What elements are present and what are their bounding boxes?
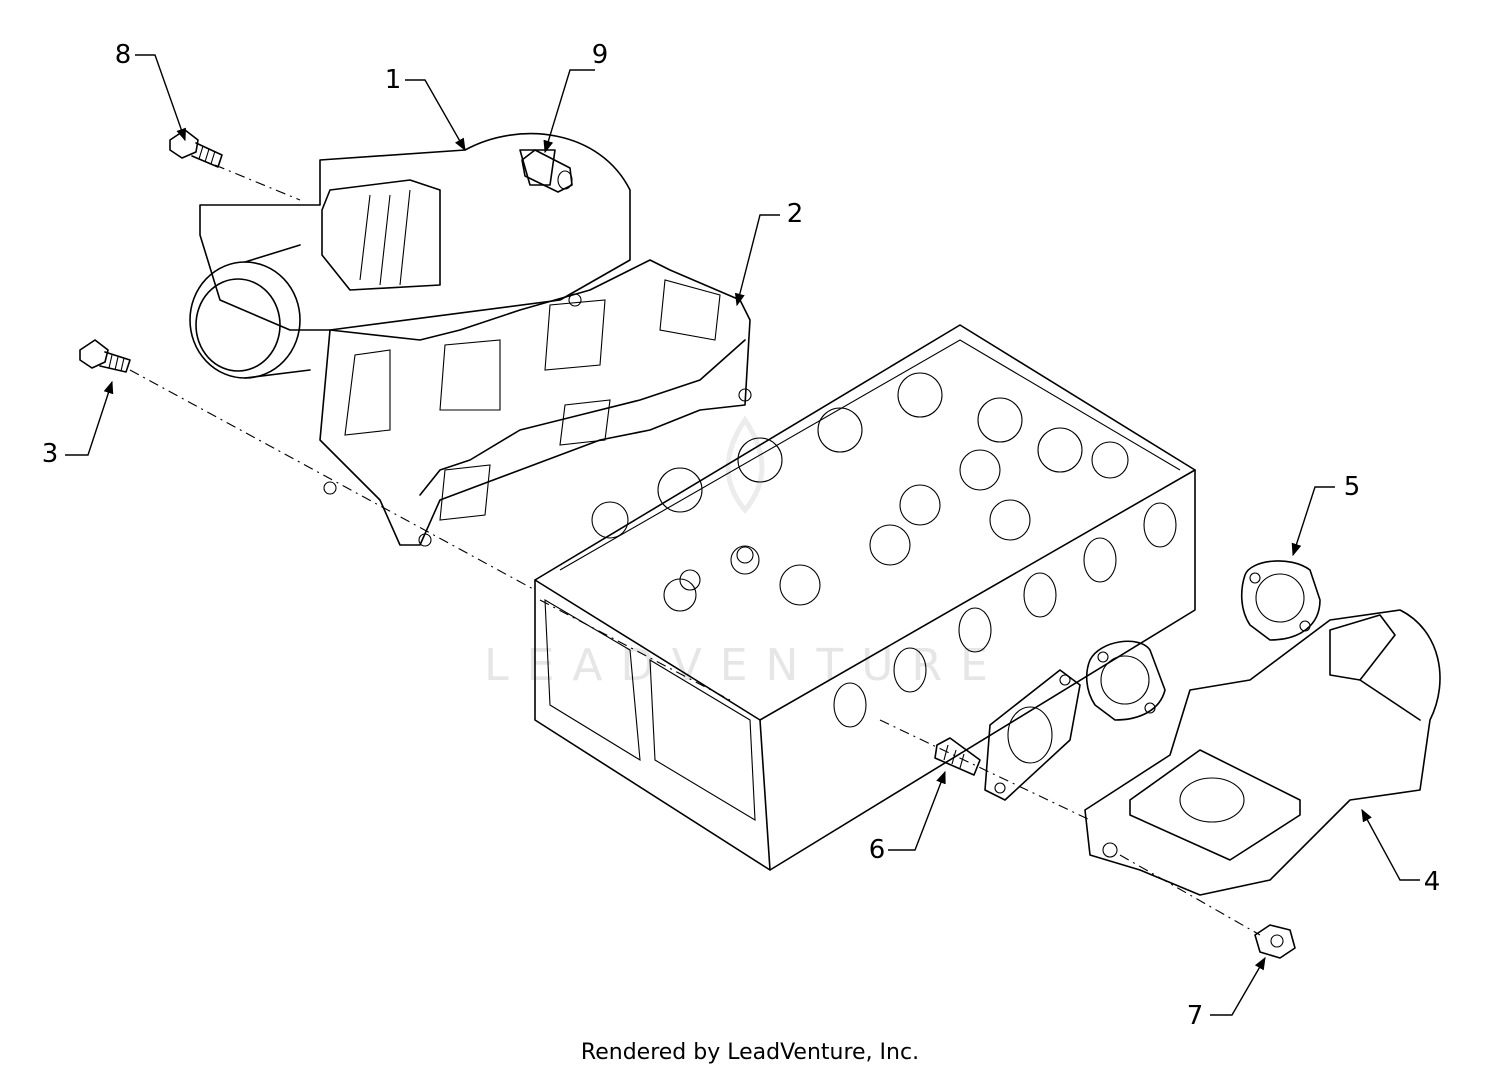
callout-3: 3 (42, 439, 59, 469)
bolt-3[interactable] (79, 339, 131, 373)
callout-9: 9 (592, 40, 609, 70)
intake-manifold[interactable] (189, 132, 631, 379)
watermark-text: LEADVENTURE (484, 640, 1006, 691)
cylinder-head-ports (591, 372, 1177, 728)
callout-labels: 8 1 9 2 3 5 6 4 7 (42, 40, 1441, 1031)
callout-1: 1 (385, 65, 402, 95)
exhaust-manifold[interactable] (1084, 609, 1441, 896)
nut-7[interactable] (1254, 924, 1296, 959)
callout-6: 6 (869, 835, 886, 865)
callout-leaders (65, 54, 1420, 1016)
intake-gasket[interactable] (319, 259, 752, 547)
alignment-lines (129, 164, 1261, 936)
stud-6[interactable] (934, 737, 981, 776)
callout-8: 8 (115, 40, 132, 70)
exhaust-gasket-upper[interactable] (1240, 560, 1321, 641)
stud-9[interactable] (521, 149, 573, 193)
watermark: LEADVENTURE (484, 415, 1006, 691)
callout-5: 5 (1344, 472, 1361, 502)
exhaust-gasket-middle[interactable] (1085, 640, 1166, 721)
bolt-8[interactable] (169, 129, 223, 168)
footer-credit: Rendered by LeadVenture, Inc. (580, 1040, 920, 1065)
callout-4: 4 (1424, 867, 1441, 897)
cylinder-head[interactable] (534, 324, 1196, 871)
exhaust-gasket-lower[interactable] (984, 669, 1081, 801)
callout-2: 2 (787, 199, 804, 229)
callout-7: 7 (1187, 1001, 1204, 1031)
